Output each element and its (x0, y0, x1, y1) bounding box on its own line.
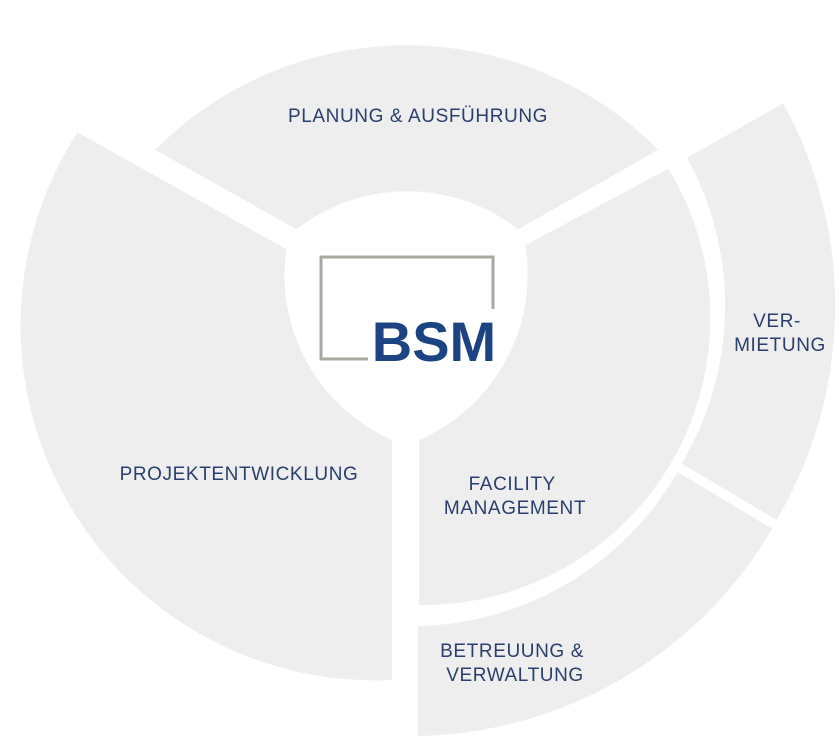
segment-facility-management (419, 168, 711, 606)
label-planung: PLANUNG & AUSFÜHRUNG (288, 106, 548, 127)
label-vermietung-line-2: MIETUNG (734, 335, 826, 356)
segment-vermietung (681, 103, 836, 520)
logo-frame-bracket (319, 255, 495, 361)
logo-text: BSM (372, 310, 496, 373)
label-facility-management: FACILITY MANAGEMENT (444, 474, 586, 519)
label-facility-line-1: FACILITY (469, 474, 556, 495)
label-projektentwicklung: PROJEKTENTWICKLUNG (120, 464, 359, 485)
label-betreuung-verwaltung: BETREUUNG & VERWALTUNG (440, 641, 590, 686)
label-facility-line-2: MANAGEMENT (444, 498, 586, 519)
label-vermietung: VER- MIETUNG (734, 311, 826, 356)
label-betreuung-line-1: BETREUUNG & (440, 641, 584, 662)
label-projektentwicklung-line: PROJEKTENTWICKLUNG (120, 464, 359, 485)
bsm-logo: BSM (319, 255, 496, 373)
label-vermietung-line-1: VER- (753, 311, 801, 332)
label-betreuung-line-2: VERWALTUNG (446, 665, 584, 686)
label-planung-line: PLANUNG & AUSFÜHRUNG (288, 106, 548, 127)
segment-betreuung-verwaltung (418, 472, 773, 736)
segment-projektentwicklung (20, 132, 392, 681)
segment-planung (155, 45, 659, 230)
